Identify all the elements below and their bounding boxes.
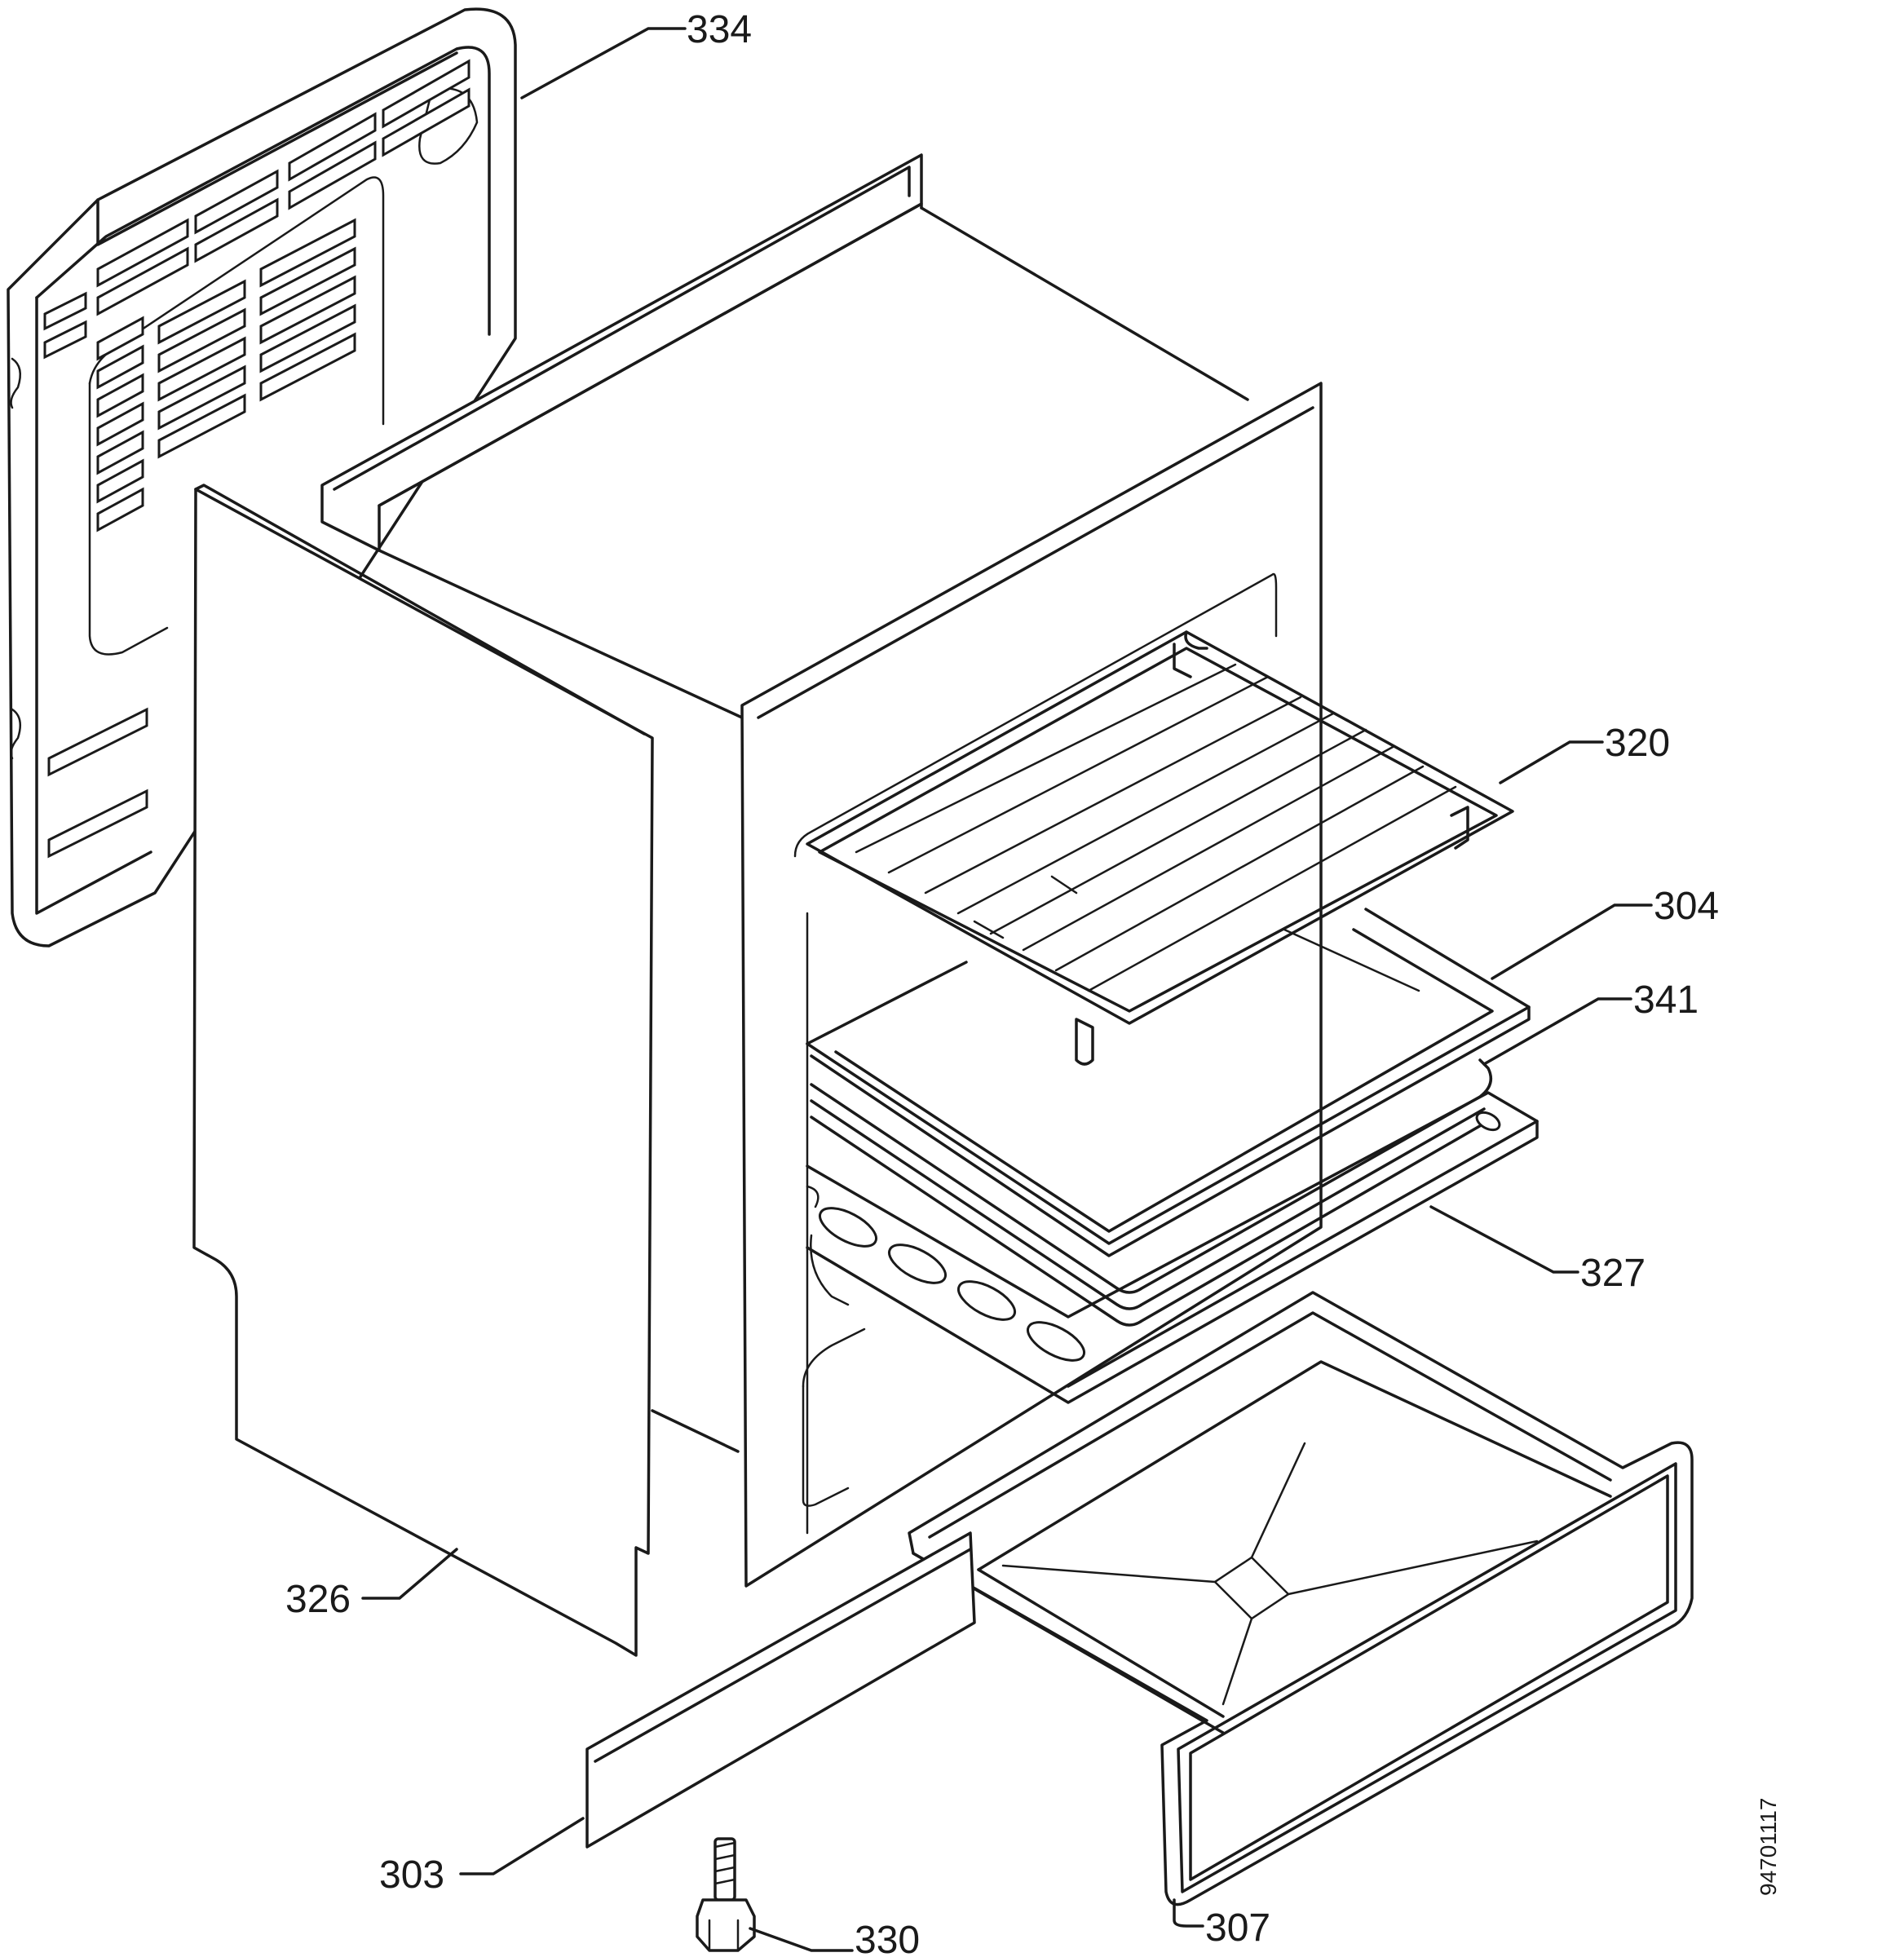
callout-326: 326: [285, 1578, 351, 1621]
leader-326: [361, 1548, 458, 1600]
part-330-screw: [696, 1837, 756, 1952]
callout-334: 334: [687, 8, 752, 51]
callout-304: 304: [1654, 885, 1719, 928]
callout-303: 303: [379, 1853, 444, 1897]
leader-330: [749, 1927, 854, 1952]
leader-334: [520, 27, 687, 99]
callout-330: 330: [855, 1919, 920, 1957]
leader-lines: [361, 27, 1653, 1952]
leader-304: [1491, 903, 1653, 980]
part-327-bottom-plate: [806, 1091, 1539, 1404]
part-326-side-panel: [192, 484, 654, 1657]
document-number: 94701117: [1756, 1798, 1781, 1896]
callout-341: 341: [1633, 978, 1699, 1022]
callout-320: 320: [1605, 722, 1670, 765]
part-307-drawer: [908, 1291, 1694, 1906]
leader-303: [459, 1817, 585, 1875]
callout-327: 327: [1580, 1252, 1646, 1295]
vent-slots: [43, 59, 470, 859]
callout-307: 307: [1205, 1906, 1270, 1950]
leader-307: [1173, 1898, 1204, 1928]
leader-341: [1482, 997, 1632, 1066]
part-304-flat-tray: [806, 908, 1531, 1257]
part-303-plinth: [585, 1531, 976, 1849]
callout-labels: 334 320 304 341 327 326 303 330 307: [285, 8, 1719, 1957]
part-341-deep-tray: [810, 1058, 1493, 1327]
part-320-wire-shelf: [806, 630, 1514, 1066]
leader-327: [1429, 1205, 1579, 1274]
part-334-back-panel: [7, 7, 517, 948]
leader-320: [1499, 740, 1604, 784]
